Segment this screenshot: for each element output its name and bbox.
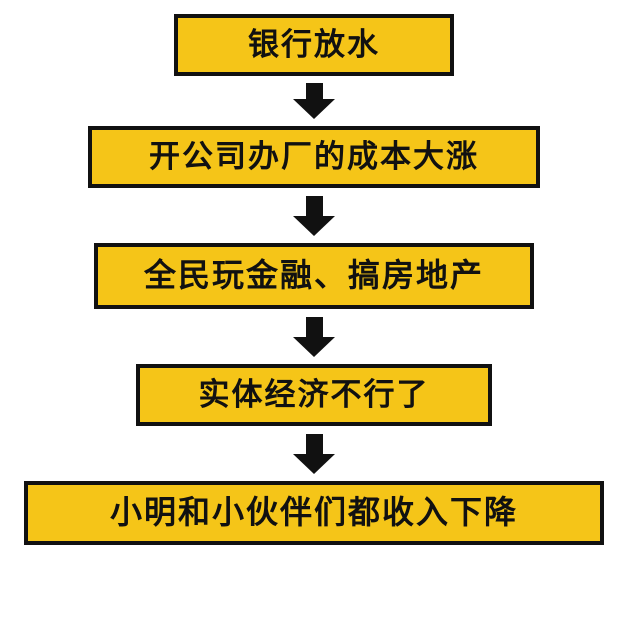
flow-node-3: 全民玩金融、搞房地产 <box>94 243 534 309</box>
flow-node-2: 开公司办厂的成本大涨 <box>88 126 540 188</box>
flow-arrow-4-down-arrow-icon <box>291 426 337 481</box>
flow-node-1-label: 银行放水 <box>248 26 380 63</box>
flow-node-2-label: 开公司办厂的成本大涨 <box>149 138 479 175</box>
arrow-shaft <box>305 195 323 216</box>
arrow-shaft <box>305 83 323 99</box>
flow-arrow-2-down-arrow-icon <box>291 188 337 243</box>
arrow-head <box>293 336 335 357</box>
arrow-shaft <box>305 316 323 337</box>
arrow-shaft <box>305 433 323 454</box>
arrow-head <box>293 215 335 236</box>
flow-node-5-label: 小明和小伙伴们都收入下降 <box>109 493 518 532</box>
flow-node-4: 实体经济不行了 <box>136 364 492 426</box>
flow-arrow-3-down-arrow-icon <box>291 309 337 364</box>
flow-arrow-1-down-arrow-icon <box>291 76 337 126</box>
arrow-head <box>293 453 335 474</box>
flow-node-3-label: 全民玩金融、搞房地产 <box>143 256 484 295</box>
flow-node-1: 银行放水 <box>174 14 454 76</box>
flow-node-4-label: 实体经济不行了 <box>198 376 430 413</box>
arrow-head <box>293 99 335 119</box>
flow-node-5: 小明和小伙伴们都收入下降 <box>24 481 604 545</box>
